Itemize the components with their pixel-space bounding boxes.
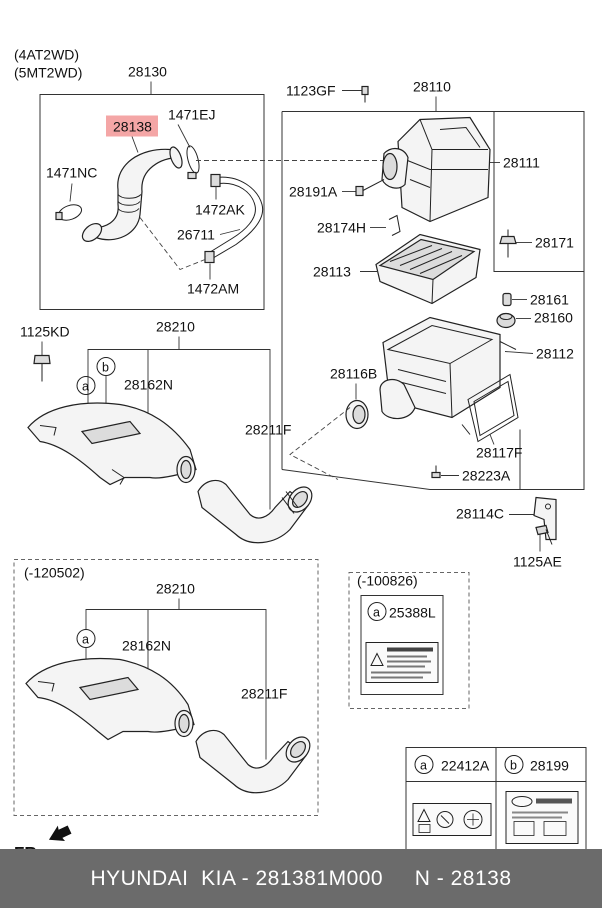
label-28191a: 28191A — [289, 184, 338, 200]
callout-b-top-text: b — [102, 361, 109, 375]
front-arrow-icon — [48, 825, 72, 842]
label-1472ak: 1472AK — [195, 202, 245, 218]
callout-a-table-text: a — [420, 759, 427, 773]
label-28110: 28110 — [413, 79, 451, 95]
label-28210-b: 28210 — [156, 581, 195, 597]
bolt-1125kd — [33, 354, 51, 382]
grommet-28161 — [502, 292, 512, 307]
intake-hose-28138 — [81, 146, 183, 242]
air-cleaner-body-28112 — [379, 316, 517, 420]
clamp-1471nc — [55, 204, 83, 221]
highlight-28138 — [106, 115, 158, 137]
label-28211f-b: 28211F — [241, 686, 287, 702]
label-28211f: 28211F — [245, 422, 291, 438]
leader-28210 — [87, 336, 271, 510]
bolt-28171 — [499, 229, 517, 258]
label-28160: 28160 — [534, 310, 573, 326]
label-28117f: 28117F — [476, 445, 522, 461]
dash-hose-link — [139, 217, 206, 271]
callout-a-lower-text: a — [82, 633, 89, 647]
group-box-28130 — [39, 94, 265, 310]
callout-b-table-text: b — [510, 759, 517, 773]
label-22412a: 22412A — [441, 758, 490, 774]
air-cleaner-cover-28111 — [381, 116, 491, 223]
label-1471nc: 1471NC — [46, 165, 97, 181]
seal-28116b — [345, 399, 369, 430]
callout-b-table — [504, 755, 524, 774]
clamp-1471ej — [186, 145, 200, 180]
label-1123gf: 1123GF — [286, 83, 336, 99]
applicability-5mt2wd: (5MT2WD) — [14, 65, 82, 81]
bolt-1125ae — [535, 524, 553, 545]
label-28112: 28112 — [536, 346, 574, 362]
label-28116b: 28116B — [330, 366, 377, 382]
label-28162n: 28162N — [124, 377, 173, 393]
label-1125ae: 1125AE — [513, 554, 562, 570]
label-28114c: 28114C — [456, 506, 504, 522]
label-28199: 28199 — [530, 758, 569, 774]
breather-hose-26711 — [204, 173, 264, 264]
label-28174h: 28174H — [317, 220, 366, 236]
leader-28112 — [504, 351, 534, 354]
insulator-28160 — [496, 312, 516, 329]
label-28161: 28161 — [530, 292, 569, 308]
callout-a-label — [367, 602, 387, 621]
warning-label-graphic — [365, 642, 439, 683]
label-date-100826: (-100826) — [357, 573, 418, 589]
filter-element-28113 — [375, 233, 481, 305]
leader-28138 — [131, 136, 139, 153]
leader-1471ej — [177, 124, 191, 148]
clip-28174h — [388, 214, 401, 236]
label-1471ej: 1471EJ — [168, 107, 215, 123]
resonator-duct-28162n-b — [25, 657, 195, 741]
clip-28223a — [431, 465, 441, 479]
screw-1123gf — [361, 85, 369, 103]
label-28162n-b: 28162N — [122, 638, 171, 654]
label-25388l: 25388L — [389, 605, 436, 621]
callout-a-top — [76, 376, 96, 395]
label-1472am: 1472AM — [187, 281, 239, 297]
label-28113: 28113 — [313, 264, 351, 280]
callout-a-table — [414, 755, 434, 774]
label-26711: 26711 — [177, 227, 215, 243]
resonator-duct-28162n — [27, 402, 197, 486]
label-box-25388l — [360, 595, 444, 695]
air-duct-28211f — [197, 479, 313, 544]
label-1125kd: 1125KD — [20, 324, 70, 340]
label-28171: 28171 — [535, 235, 574, 251]
leader-1471nc — [69, 183, 73, 202]
label-28138: 28138 — [113, 119, 152, 135]
label-28111: 28111 — [503, 155, 540, 171]
leader-26711 — [219, 229, 241, 235]
label-28130: 28130 — [128, 64, 167, 80]
label-28210: 28210 — [156, 319, 195, 335]
callout-a-label-text: a — [373, 606, 380, 620]
gasket-28117f — [461, 373, 519, 443]
group-box-100826 — [348, 572, 470, 709]
bracket-28114c — [533, 496, 557, 541]
applicability-4at2wd: (4AT2WD) — [14, 47, 79, 63]
footer-text: HYUNDAI KIA - 281381M000 N - 28138 — [90, 866, 512, 890]
label-28223a: 28223A — [462, 468, 511, 484]
kia-motors-label-graphic — [505, 791, 579, 844]
group-line-28110-right — [282, 111, 585, 490]
air-duct-28211f-b — [195, 729, 311, 794]
caution-label-graphic — [412, 803, 492, 836]
label-date-120502: (-120502) — [24, 565, 85, 581]
leader-28117f — [489, 434, 495, 445]
dash-duct-to-cleaner — [289, 407, 351, 480]
callout-a-top-text: a — [82, 380, 89, 394]
footer-banner: HYUNDAI KIA - 281381M000 N - 28138 — [0, 849, 602, 908]
group-line-28110-inner — [493, 111, 584, 272]
clip-28191a — [355, 179, 385, 197]
